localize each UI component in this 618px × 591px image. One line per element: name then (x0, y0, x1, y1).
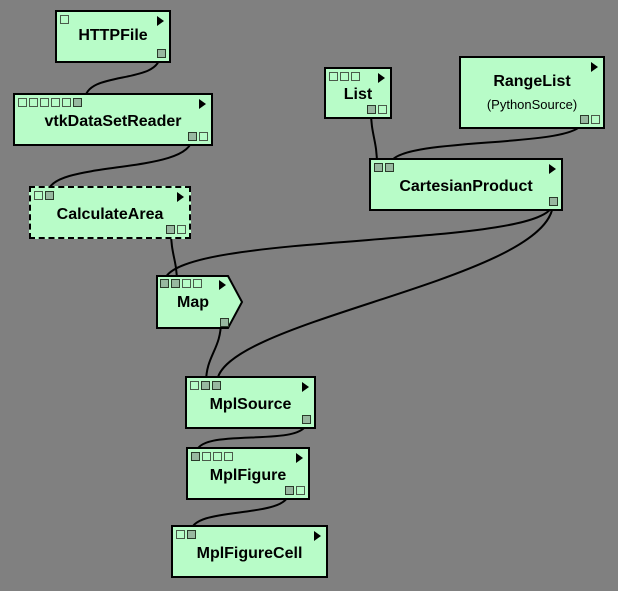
module-label: MplFigureCell (196, 545, 303, 562)
connection-list-cartesian[interactable] (370, 110, 378, 166)
input-port[interactable] (374, 163, 383, 172)
module-label: Map (177, 294, 209, 311)
connection-vtkreader-calcarea[interactable] (47, 137, 193, 194)
output-port[interactable] (367, 105, 376, 114)
output-port[interactable] (296, 486, 305, 495)
input-port[interactable] (18, 98, 27, 107)
input-port[interactable] (171, 279, 180, 288)
expand-arrow-icon[interactable] (549, 164, 556, 174)
input-port[interactable] (329, 72, 338, 81)
module-map[interactable]: Map (157, 276, 229, 329)
module-label: MplFigure (209, 467, 287, 484)
output-port[interactable] (285, 486, 294, 495)
module-subtitle: (PythonSource) (486, 97, 578, 112)
input-port[interactable] (40, 98, 49, 107)
expand-arrow-icon[interactable] (199, 99, 206, 109)
connection-cartesian-map[interactable] (163, 202, 554, 284)
input-port[interactable] (62, 98, 71, 107)
input-port[interactable] (51, 98, 60, 107)
connection-cartesian-mplsource[interactable] (216, 202, 554, 384)
input-port[interactable] (45, 191, 54, 200)
input-port[interactable] (201, 381, 210, 390)
output-port[interactable] (157, 49, 166, 58)
input-port[interactable] (193, 279, 202, 288)
module-cartesianproduct[interactable]: CartesianProduct (369, 158, 563, 211)
input-port[interactable] (60, 15, 69, 24)
input-port[interactable] (224, 452, 233, 461)
expand-arrow-icon[interactable] (591, 62, 598, 72)
module-label: HTTPFile (78, 27, 148, 44)
output-port[interactable] (188, 132, 197, 141)
output-port[interactable] (591, 115, 600, 124)
expand-arrow-icon[interactable] (296, 453, 303, 463)
output-port[interactable] (549, 197, 558, 206)
input-port[interactable] (351, 72, 360, 81)
expand-arrow-icon[interactable] (314, 531, 321, 541)
input-port[interactable] (202, 452, 211, 461)
expand-arrow-icon[interactable] (378, 73, 385, 83)
output-port[interactable] (166, 225, 175, 234)
module-label: CalculateArea (56, 206, 164, 223)
input-port[interactable] (190, 381, 199, 390)
input-port[interactable] (213, 452, 222, 461)
input-port[interactable] (29, 98, 38, 107)
input-port[interactable] (187, 530, 196, 539)
module-vtkdatasetreader[interactable]: vtkDataSetReader (13, 93, 213, 146)
output-port[interactable] (199, 132, 208, 141)
module-mplfigure[interactable]: MplFigure (186, 447, 310, 500)
output-port[interactable] (580, 115, 589, 124)
module-label: CartesianProduct (399, 178, 533, 195)
output-port[interactable] (302, 415, 311, 424)
input-port[interactable] (73, 98, 82, 107)
module-httpfile[interactable]: HTTPFile (55, 10, 171, 63)
module-list[interactable]: List (324, 67, 392, 119)
module-label: MplSource (209, 396, 292, 413)
input-port[interactable] (191, 452, 200, 461)
expand-arrow-icon[interactable] (302, 382, 309, 392)
input-port[interactable] (176, 530, 185, 539)
expand-arrow-icon[interactable] (177, 192, 184, 202)
input-port[interactable] (160, 279, 169, 288)
module-label: RangeList (493, 73, 571, 90)
input-port[interactable] (212, 381, 221, 390)
output-port[interactable] (220, 318, 229, 327)
input-port[interactable] (34, 191, 43, 200)
module-mplfigurecell[interactable]: MplFigureCell (171, 525, 328, 578)
expand-arrow-icon[interactable] (157, 16, 164, 26)
expand-arrow-icon[interactable] (219, 280, 226, 290)
input-port[interactable] (182, 279, 191, 288)
output-port[interactable] (378, 105, 387, 114)
module-label: List (343, 86, 373, 103)
output-port[interactable] (177, 225, 186, 234)
module-calculatearea[interactable]: CalculateArea (29, 186, 191, 239)
connection-map-mplsource[interactable] (205, 320, 222, 384)
input-port[interactable] (340, 72, 349, 81)
module-mplsource[interactable]: MplSource (185, 376, 316, 429)
module-rangelist[interactable]: RangeList (PythonSource) (459, 56, 605, 129)
module-label: vtkDataSetReader (44, 113, 182, 130)
input-port[interactable] (385, 163, 394, 172)
